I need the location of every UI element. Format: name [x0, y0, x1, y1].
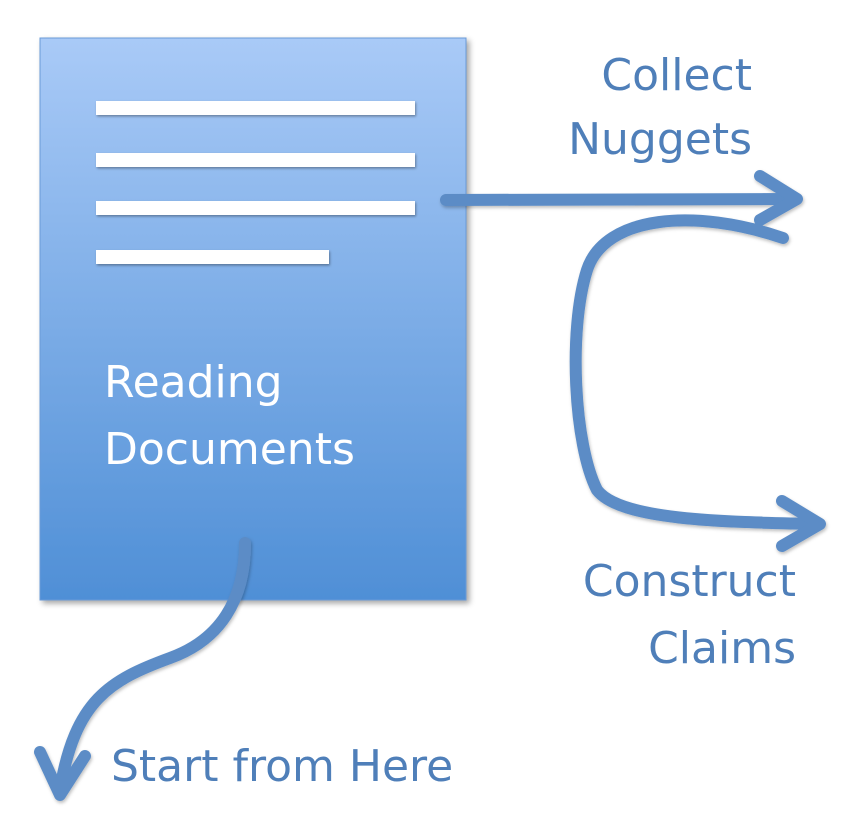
construct-claims-label-line2: Claims	[648, 623, 796, 674]
document-line	[96, 250, 329, 264]
document-label-line2: Documents	[104, 424, 355, 475]
start-from-here-node: Start from Here	[111, 741, 453, 792]
arrow-head-icon	[776, 495, 826, 552]
collect-nuggets-label-line1: Collect	[601, 50, 752, 101]
arrow-to-collect-nuggets	[440, 170, 803, 226]
start-from-here-label: Start from Here	[111, 741, 453, 792]
collect-nuggets-node: Collect Nuggets	[568, 50, 752, 165]
arrow-shaft	[440, 193, 801, 206]
arrows	[34, 170, 826, 801]
document-line	[96, 153, 415, 167]
arrow-shaft	[54, 537, 251, 796]
arrow-head-icon	[34, 746, 91, 801]
reading-documents-box: Reading Documents	[39, 37, 467, 601]
construct-claims-label-line1: Construct	[583, 556, 796, 607]
document-text-lines	[96, 101, 415, 264]
document-label-line1: Reading	[104, 357, 283, 408]
arrow-to-start-from-here	[34, 537, 251, 801]
document-line	[96, 101, 415, 115]
arrow-head-icon	[754, 170, 803, 226]
document-page-icon	[39, 37, 467, 601]
arrow-shaft	[569, 214, 824, 530]
arrow-to-construct-claims	[569, 214, 826, 552]
construct-claims-node: Construct Claims	[583, 556, 796, 674]
collect-nuggets-label-line2: Nuggets	[568, 114, 752, 165]
document-line	[96, 201, 415, 215]
